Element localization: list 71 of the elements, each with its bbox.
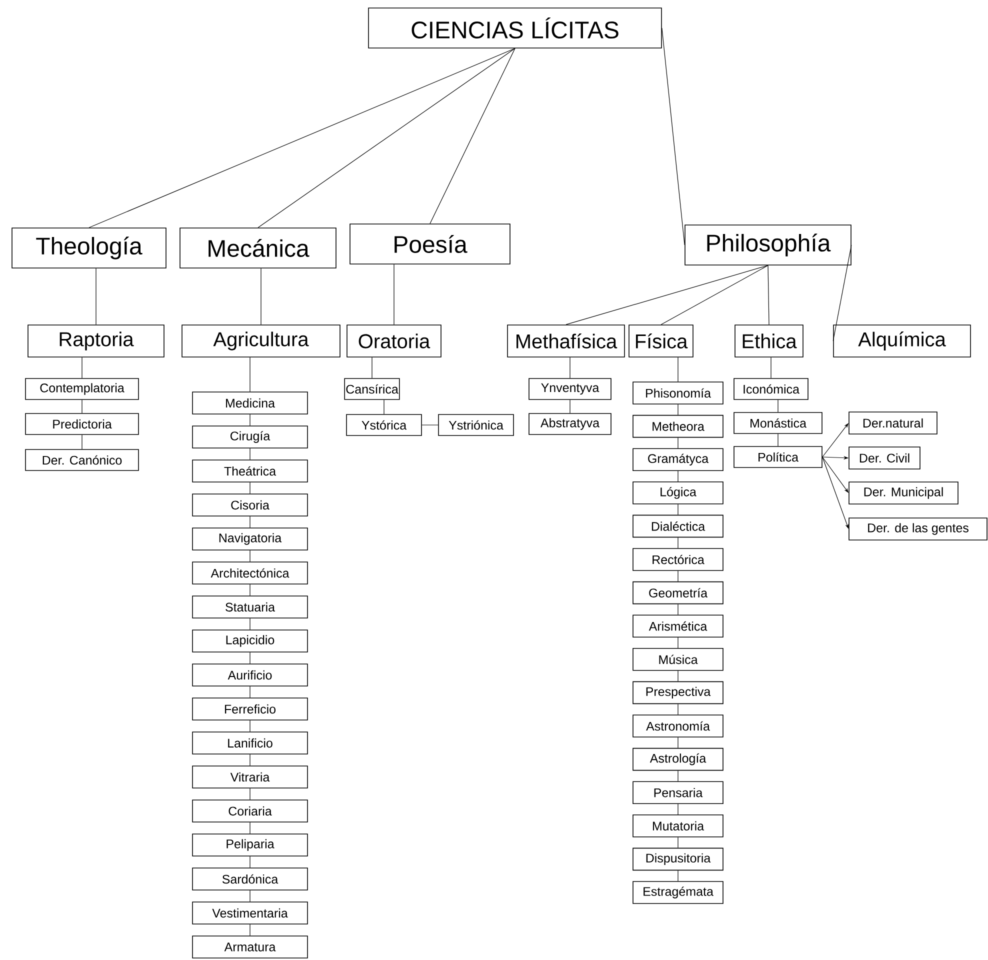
category-box: Theología: [12, 228, 166, 268]
science-box: Política: [734, 446, 822, 468]
science-box: Lapicidio: [192, 630, 308, 652]
science-box: Der. Canónico: [25, 449, 139, 471]
subcategory-box: Raptoria: [28, 324, 164, 358]
science-box: Cansírica: [344, 378, 400, 400]
subcategory-box: Agricultura: [182, 324, 340, 358]
science-box: Medicina: [192, 392, 308, 414]
science-box: Cisoria: [192, 494, 308, 516]
title-box: CIENCIAS LÍCITAS: [368, 8, 662, 48]
science-box: Estragémata: [632, 881, 724, 904]
category-box: Philosophía: [684, 224, 852, 266]
science-box: Prespectiva: [632, 681, 724, 704]
science-box: Metheora: [632, 414, 724, 438]
science-box: Architectónica: [192, 562, 308, 584]
science-box: Ystórica: [346, 414, 422, 436]
science-box: Mutatoria: [632, 814, 724, 838]
connector-line: [422, 424, 438, 426]
subcategory-box: Methafísica: [507, 324, 625, 358]
subcategory-box: Oratoria: [346, 324, 442, 358]
connector-line: [660, 265, 768, 325]
category-box: Mecánica: [180, 228, 336, 268]
science-box: Phisonomía: [632, 382, 724, 404]
science-box: Ystriónica: [438, 414, 514, 436]
science-box: Armatura: [192, 936, 308, 958]
science-box: Navigatoria: [192, 528, 308, 550]
science-box: Predictoria: [25, 413, 139, 435]
connector-line: [770, 357, 772, 378]
category-box: Poesía: [350, 224, 510, 264]
science-box: Astronomía: [632, 714, 724, 738]
subcategory-box: Física: [628, 324, 694, 358]
science-box: Cirugía: [192, 426, 308, 448]
connector-line: [258, 48, 516, 228]
connector-line: [430, 48, 516, 224]
science-box: Ferreficio: [192, 698, 308, 720]
science-box: Dispusitoria: [632, 848, 724, 871]
science-box: Astrología: [632, 748, 724, 771]
subcategory-box: Alquímica: [833, 324, 971, 358]
subcategory-box: Ethica: [734, 324, 804, 358]
science-box: Der. Civil: [848, 446, 920, 470]
connector-line: [566, 265, 768, 325]
science-box: Vestimentaria: [192, 902, 308, 924]
connector-line: [260, 268, 262, 325]
science-box: Geometría: [632, 581, 724, 604]
science-box: Música: [632, 648, 724, 671]
science-box: Rectórica: [632, 548, 724, 571]
connector-line: [832, 244, 852, 342]
science-box: Theátrica: [192, 460, 308, 482]
science-box: Der. Municipal: [848, 482, 958, 504]
science-box: Contemplatoria: [25, 378, 139, 400]
connector-line: [88, 48, 516, 228]
connector-line: [662, 28, 685, 246]
science-box: Ynventyva: [528, 378, 612, 400]
science-box: Der.natural: [848, 412, 938, 434]
science-box: Abstratyva: [528, 413, 612, 435]
science-box: Iconómica: [734, 378, 808, 400]
science-box: Der. de las gentes: [848, 518, 988, 540]
science-box: Statuaria: [192, 596, 308, 618]
connector-line: [768, 265, 770, 325]
science-box: Lógica: [632, 482, 724, 504]
science-box: Vitraria: [192, 766, 308, 788]
science-box: Coriaria: [192, 800, 308, 822]
science-box: Sardónica: [192, 868, 308, 890]
science-box: Arismética: [632, 614, 724, 638]
science-box: Lanificio: [192, 732, 308, 754]
science-box: Peliparia: [192, 834, 308, 856]
science-box: Monástica: [734, 412, 822, 434]
science-box: Pensaria: [632, 781, 724, 804]
science-box: Dialéctica: [632, 514, 724, 538]
science-box: Gramátyca: [632, 448, 724, 471]
science-box: Aurificio: [192, 664, 308, 686]
